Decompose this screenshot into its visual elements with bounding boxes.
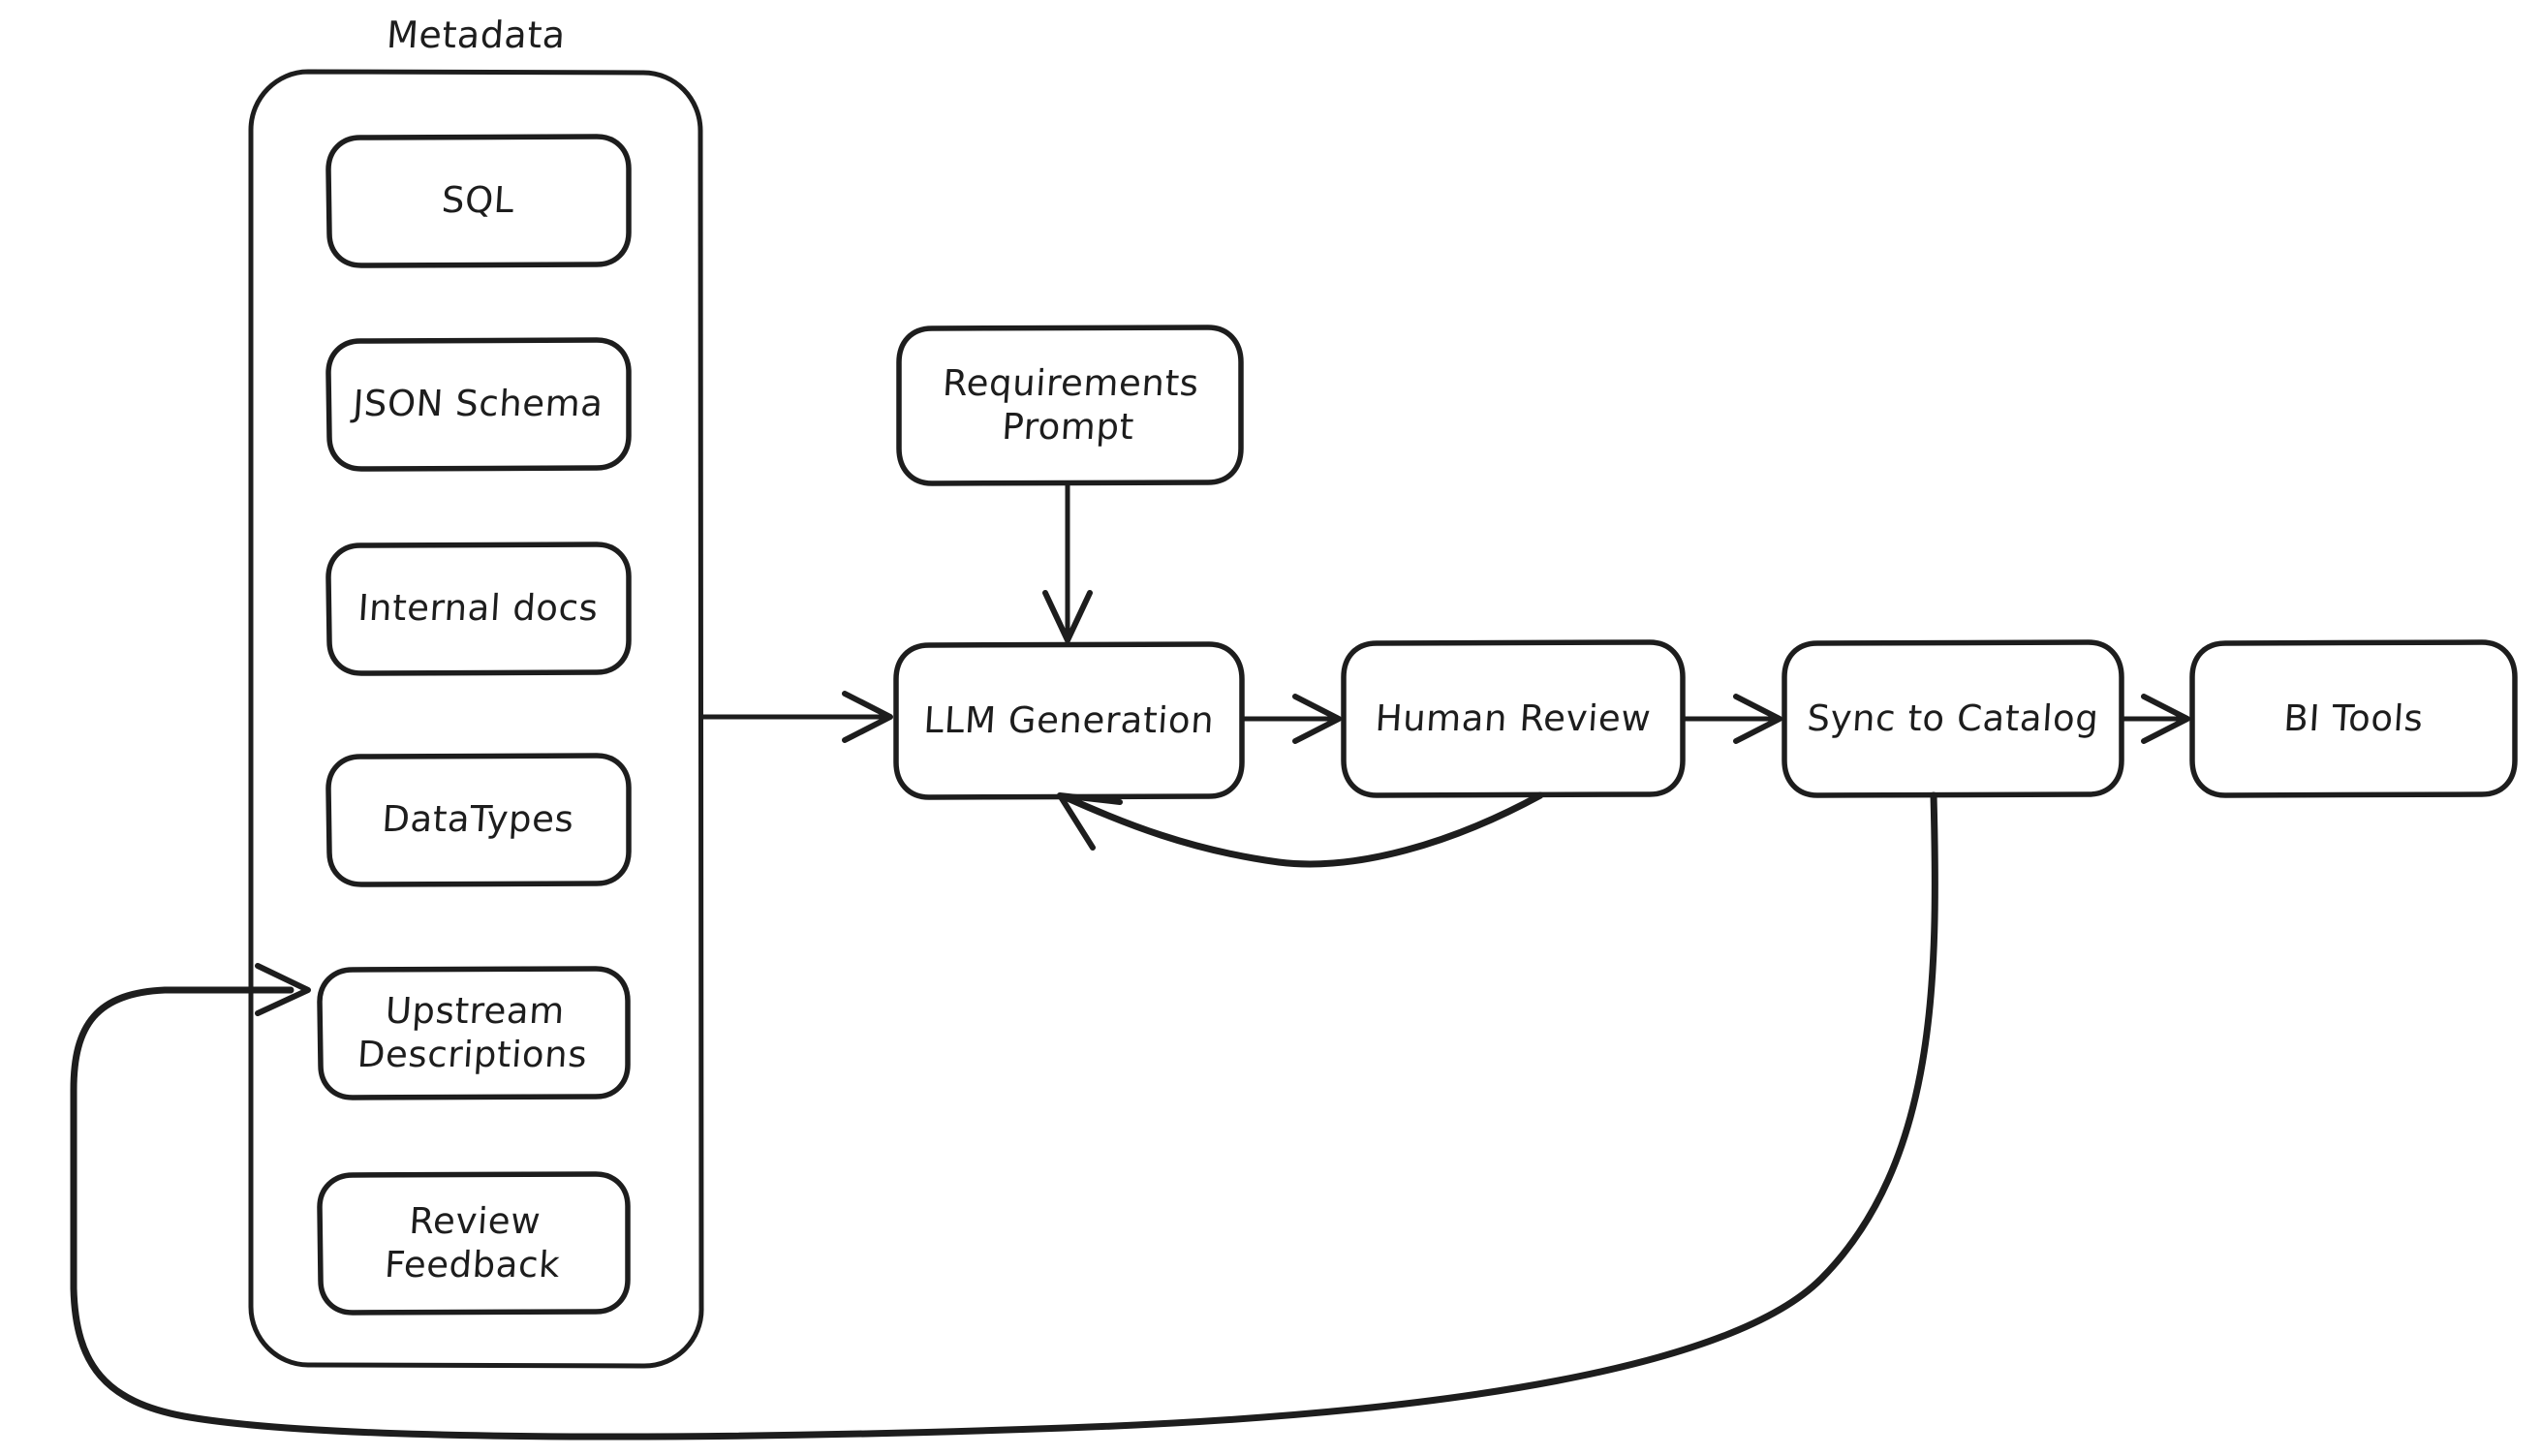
edge-llm-to-human-review [1239, 694, 1342, 744]
edge-human-review-to-sync [1680, 694, 1782, 744]
edge-sync-to-bi-tools [2119, 694, 2190, 744]
edge-metadata-to-llm [698, 691, 893, 743]
node-datatypes-shape[interactable] [325, 753, 632, 887]
node-review-feedback-shape[interactable] [317, 1171, 631, 1316]
edge-sync-to-upstream-descriptions [70, 791, 1938, 1441]
node-internal-docs-shape[interactable] [325, 542, 632, 676]
node-human-review-shape[interactable] [1341, 639, 1686, 798]
node-bi-tools-shape[interactable] [2189, 639, 2518, 798]
node-llm-generation-shape[interactable] [893, 641, 1245, 800]
node-sync-to-catalog-shape[interactable] [1782, 639, 2124, 798]
edge-requirements-prompt-to-llm [1042, 480, 1093, 643]
node-json-schema-shape[interactable] [325, 337, 632, 472]
node-requirements-prompt-shape[interactable] [896, 325, 1244, 486]
node-sql-shape[interactable] [325, 134, 632, 268]
node-upstream-descriptions-shape[interactable] [317, 966, 631, 1100]
edge-human-review-back-to-llm [1057, 791, 1544, 868]
